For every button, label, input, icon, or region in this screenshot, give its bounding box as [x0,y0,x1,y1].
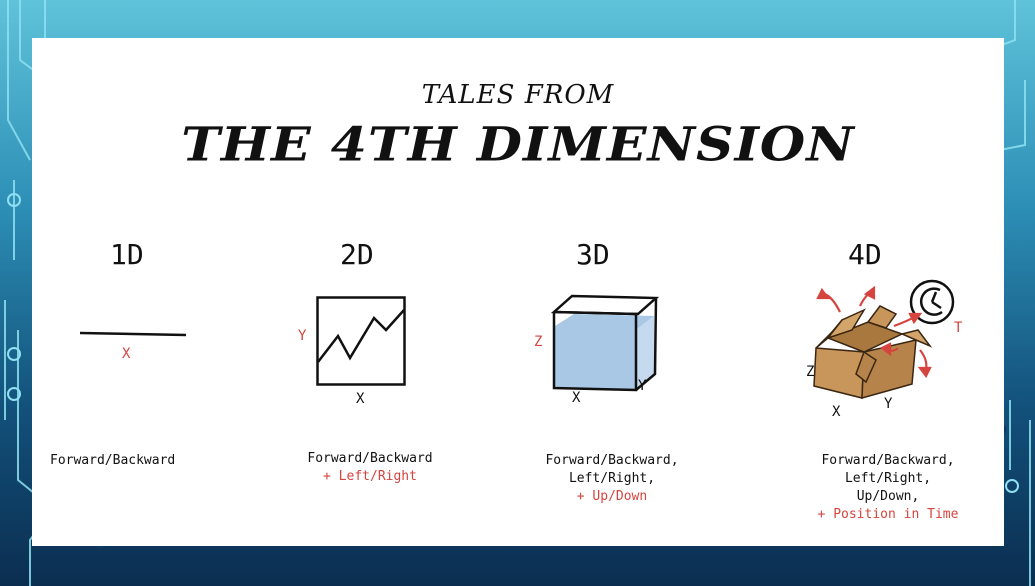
title-line-2: THE 4TH DIMENSION [32,117,1004,172]
desc-3d-line-3: + Up/Down [522,488,702,506]
desc-3d: Forward/Backward, Left/Right, + Up/Down [522,452,702,506]
axis-z-4d: Z [806,364,814,380]
axis-x-1d: X [122,346,130,362]
desc-4d-line-2: Left/Right, [788,470,988,488]
axis-x-2d: X [356,391,364,407]
label-1d: 1D [110,238,144,271]
desc-2d-line-1: Forward/Backward [280,450,460,468]
desc-1d: Forward/Backward [50,452,210,470]
axis-z-3d: Z [534,334,542,350]
line-icon [78,330,188,340]
desc-3d-line-2: Left/Right, [522,470,702,488]
desc-3d-line-1: Forward/Backward, [522,452,702,470]
graph-square-icon [316,296,406,386]
desc-4d: Forward/Backward, Left/Right, Up/Down, +… [788,452,988,524]
axis-y-4d: Y [884,396,892,412]
desc-4d-line-3: Up/Down, [788,488,988,506]
label-4d: 4D [848,238,882,271]
opened-box-icon [802,290,932,402]
title-line-1: TALES FROM [32,80,1004,110]
desc-4d-line-4: + Position in Time [788,506,988,524]
axis-y-2d: Y [298,328,306,344]
slide-canvas: TALES FROM THE 4TH DIMENSION 1D X Forwar… [32,38,1004,546]
desc-4d-line-1: Forward/Backward, [788,452,988,470]
axis-x-3d: X [572,390,580,406]
axis-x-4d: X [832,404,840,420]
label-2d: 2D [340,238,374,271]
axis-y-3d: Y [638,378,646,394]
desc-2d: Forward/Backward + Left/Right [280,450,460,486]
label-3d: 3D [576,238,610,271]
desc-2d-line-2: + Left/Right [280,468,460,486]
axis-t-4d: T [954,320,962,336]
